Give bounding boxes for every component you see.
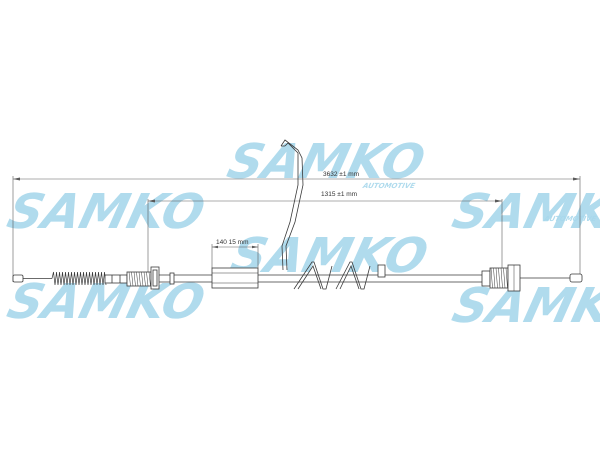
- dimension-overall-label: 3632 ±1 mm: [323, 171, 359, 178]
- arrowhead-right: [495, 199, 502, 203]
- dimension-overall: 3632 ±1 mm: [12, 171, 581, 282]
- arrowhead-right: [252, 245, 258, 249]
- watermark-tagline: AUTOMOTIVE: [361, 181, 416, 190]
- arrowhead-left: [148, 199, 155, 203]
- watermark-logo: SAMKO AUTOMOTIVE: [222, 135, 430, 190]
- zigzag-clip-1: [293, 261, 333, 290]
- watermark-brand: SAMKO: [447, 279, 600, 334]
- dimension-inner-label: 1315 ±1 mm: [321, 191, 357, 198]
- dimension-sleeve: 140 15 mm: [211, 239, 259, 268]
- conduit-marker: [169, 272, 175, 285]
- right-fitting: [481, 264, 521, 292]
- mounting-bracket: [280, 139, 304, 271]
- watermark-logo: SAMKO AUTOMOTIVE: [447, 185, 600, 240]
- arrowhead-left: [13, 177, 20, 181]
- dimension-sleeve-label: 140 15 mm: [216, 239, 249, 246]
- return-spring: [51, 271, 107, 286]
- watermark-layer: SAMKO SAMKO AUTOMOTIVE SAMKO AUTOMOTIVE …: [2, 135, 600, 334]
- watermark-brand: SAMKO: [222, 135, 430, 190]
- protective-sleeve: [211, 267, 259, 289]
- watermark-logo: SAMKO: [447, 279, 600, 334]
- threaded-adjuster: [126, 271, 152, 287]
- clip-block: [377, 264, 386, 278]
- arrowhead-left: [212, 245, 218, 249]
- left-end-nipple: [12, 274, 24, 283]
- watermark-logo: SAMKO: [2, 185, 210, 240]
- watermark-brand: SAMKO: [2, 185, 210, 240]
- right-end-nipple: [569, 273, 583, 283]
- cable-assembly: [12, 139, 583, 292]
- left-fitting: [104, 274, 128, 284]
- dimension-inner: 1315 ±1 mm: [147, 191, 503, 278]
- watermark-brand: SAMKO: [447, 185, 600, 240]
- arrowhead-right: [573, 177, 580, 181]
- zigzag-clip-2: [335, 261, 371, 290]
- bracket-clip-inner: [152, 269, 158, 287]
- watermark-tagline: AUTOMOTIVE: [542, 214, 597, 223]
